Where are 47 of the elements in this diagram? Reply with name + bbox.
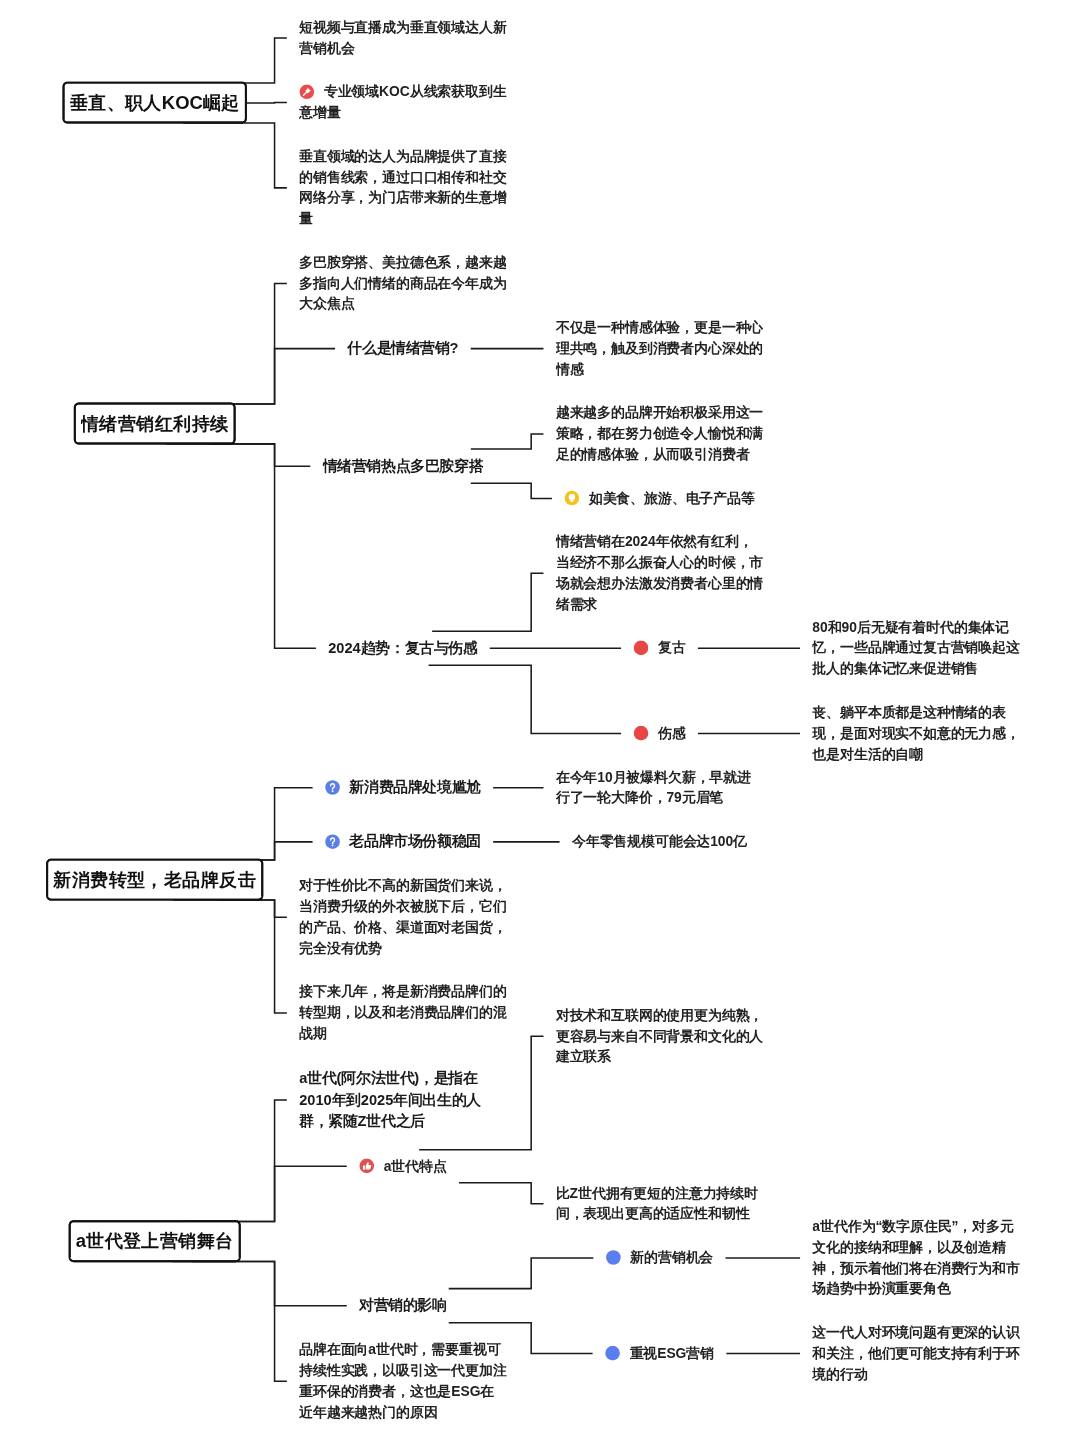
node-label: 伤感 — [658, 724, 686, 741]
node-text: 对技术和互联网的使用更为纯熟，更容易与来自不同背景和文化的人建立联系 — [556, 1007, 764, 1064]
node-text: 这一代人对环境问题有更深的认识和关注，他们更可能支持有利于环境的行动 — [812, 1324, 1021, 1382]
connector — [697, 732, 802, 734]
node-text: 情绪营销在2024年依然有红利，当经济不那么振奋人心的时候，市场就会想办法激发消费者心里的情绪需求 — [556, 533, 764, 612]
node-label: 专业领域KOC从线索获取到生意增量 — [299, 83, 507, 120]
node-label: 如美食、旅游、电子产品等 — [589, 489, 756, 506]
node-text: 短视频与直播成为垂直领域达人新营销机会 — [299, 19, 507, 56]
node-label: a世代特点 — [384, 1157, 448, 1174]
node-text: 对于性价比不高的新国货们来说，当消费升级的外衣被脱下后，它们的产品、价格、渠道面对老国货，完全没有优势 — [299, 877, 507, 956]
node-text: 多巴胺穿搭、美拉德色系，越来越多指向人们情绪的商品在今年成为大众焦点 — [299, 254, 507, 312]
node-text: 在今年10月被爆料欠薪，早就进行了一轮大降价，79元眉笔 — [556, 768, 752, 805]
node-text: 比Z世代拥有更短的注意力持续时间，表现出更高的适应性和韧性 — [556, 1184, 759, 1221]
node-text: 对营销的影响 — [359, 1296, 448, 1313]
node-text: a世代作为“数字原住民”，对多元文化的接纳和理解，以及创造精神，预示着他们将在消费行为和市场趋势中扮演重要角色 — [812, 1218, 1021, 1296]
node-label: 老品牌市场份额稳固 — [349, 832, 482, 849]
node-text: 不仅是一种情感体验，更是一种心理共鸣，触及到消费者内心深处的情感 — [556, 319, 764, 377]
connector — [470, 432, 545, 450]
connector — [492, 786, 545, 788]
node-label: 新消费品牌处境尴尬 — [349, 778, 482, 795]
connector — [418, 1035, 545, 1151]
connector — [492, 840, 561, 843]
node-label: 复古 — [658, 639, 686, 656]
node-text: 今年零售规模可能会达100亿 — [572, 833, 748, 849]
node-text: 2024趋势：复古与伤感 — [328, 639, 478, 656]
node-label: 重视ESG营销 — [629, 1344, 715, 1361]
connector — [489, 647, 623, 649]
connector — [448, 1321, 594, 1354]
node-text: a世代(阿尔法世代)，是指在2010年到2025年间出生的人群，紧随Z世代之后 — [299, 1068, 482, 1129]
node-text: 品牌在面向a世代时，需要重视可持续性实践，以吸引这一代更加注重环保的消费者，这也是ESG在近年越来越热门的原因 — [299, 1341, 507, 1420]
connector — [725, 1256, 802, 1259]
connector — [448, 1256, 595, 1289]
connector — [697, 647, 802, 649]
node-text: 接下来几年，将是新消费品牌们的转型期，以及和老消费品牌们的混战期 — [299, 983, 507, 1041]
node-text: 什么是情绪营销? — [347, 339, 459, 356]
node-text: 丧、躺平本质都是这种情绪的表现，是面对现实不如意的无力感，也是对生活的自嘲 — [812, 704, 1021, 762]
node-text: 80和90后无疑有着时代的集体记忆，一些品牌通过复古营销唤起这批人的集体记忆来促进销售 — [812, 618, 1021, 676]
connector — [431, 572, 545, 632]
node-text: 垂直领域的达人为品牌提供了直接的销售线索，通过口口相传和社交网络分享，为门店带来新的生意增量 — [299, 148, 507, 226]
connector — [458, 1181, 545, 1204]
connector — [725, 1352, 802, 1354]
node-label: 新的营销机会 — [630, 1249, 714, 1265]
connector — [428, 664, 623, 734]
connector — [470, 482, 554, 499]
node-text: 情绪营销热点多巴胺穿搭 — [322, 457, 484, 474]
node-text: 越来越多的品牌开始积极采用这一策略，都在努力创造令人愉悦和满足的情感体验，从而吸引消费者 — [556, 404, 764, 462]
connector — [470, 347, 545, 349]
